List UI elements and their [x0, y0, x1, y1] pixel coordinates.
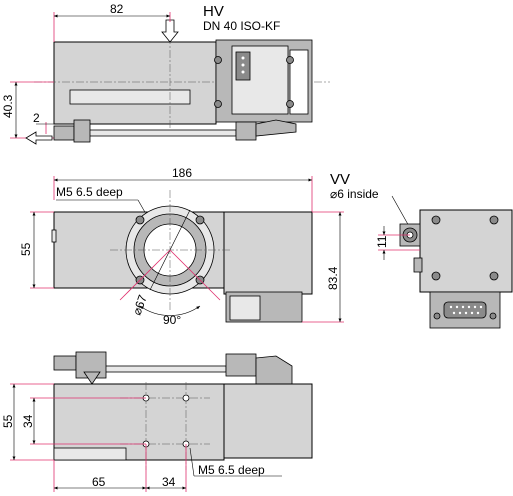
- front-thread-note: M5 6.5 deep: [56, 185, 123, 199]
- front-height-dim: 55: [19, 242, 33, 256]
- screw-icon: [286, 56, 294, 64]
- sub-d-connector-icon: [443, 301, 487, 319]
- side-view: VV ⌀6 inside 11: [330, 171, 513, 329]
- hv-port-arrow-icon: [161, 19, 179, 43]
- mounting-hole-icon: [182, 394, 190, 402]
- screw-icon: [431, 271, 441, 281]
- bottom-view-body: [53, 383, 225, 461]
- vv-offset-dim: 11: [375, 235, 389, 248]
- screw-icon: [214, 100, 222, 108]
- screw-icon: [431, 215, 441, 225]
- bottom-view-electronics: [223, 383, 313, 459]
- bottom-height-dim: 55: [1, 414, 15, 428]
- top-width-dim: 82: [110, 2, 124, 16]
- top-view-body: [53, 41, 217, 125]
- tube-fitting: [53, 125, 75, 141]
- outlet-arrow-icon: [25, 131, 53, 145]
- top-offset-dim: 2: [33, 111, 40, 125]
- front-view-electronics: [223, 211, 313, 295]
- bottom-hole-spacing-v: 34: [21, 414, 35, 428]
- bottom-offset-dim: 65: [92, 475, 106, 489]
- hv-spec: DN 40 ISO-KF: [203, 19, 280, 33]
- vent-tube: [85, 129, 237, 137]
- screw-icon: [214, 56, 222, 64]
- vv-label: VV: [330, 171, 350, 188]
- top-height-dim: 40.3: [1, 94, 15, 118]
- screw-icon: [489, 271, 499, 281]
- vv-spec: ⌀6 inside: [330, 187, 379, 201]
- bottom-tube: [99, 365, 227, 373]
- screw-icon: [489, 215, 499, 225]
- bottom-hole-spacing-h: 34: [162, 475, 176, 489]
- front-bolt-circle: ⌀67: [130, 293, 150, 317]
- bottom-thread-note: M5 6.5 deep: [198, 463, 265, 477]
- front-view: 186 M5 6.5 deep ⌀67 90° 55: [19, 166, 344, 327]
- screw-icon: [286, 100, 294, 108]
- hv-label: HV: [203, 3, 224, 20]
- front-angle: 90°: [163, 313, 181, 327]
- front-total-height: 83.4: [326, 266, 340, 290]
- top-view-slot: [69, 89, 191, 105]
- bottom-view: 55 34 65 34 M5 6.5 deep: [1, 351, 313, 492]
- top-view: HV DN 40 ISO-KF 82 40.3 2: [1, 2, 330, 145]
- front-overall-width: 186: [172, 166, 192, 180]
